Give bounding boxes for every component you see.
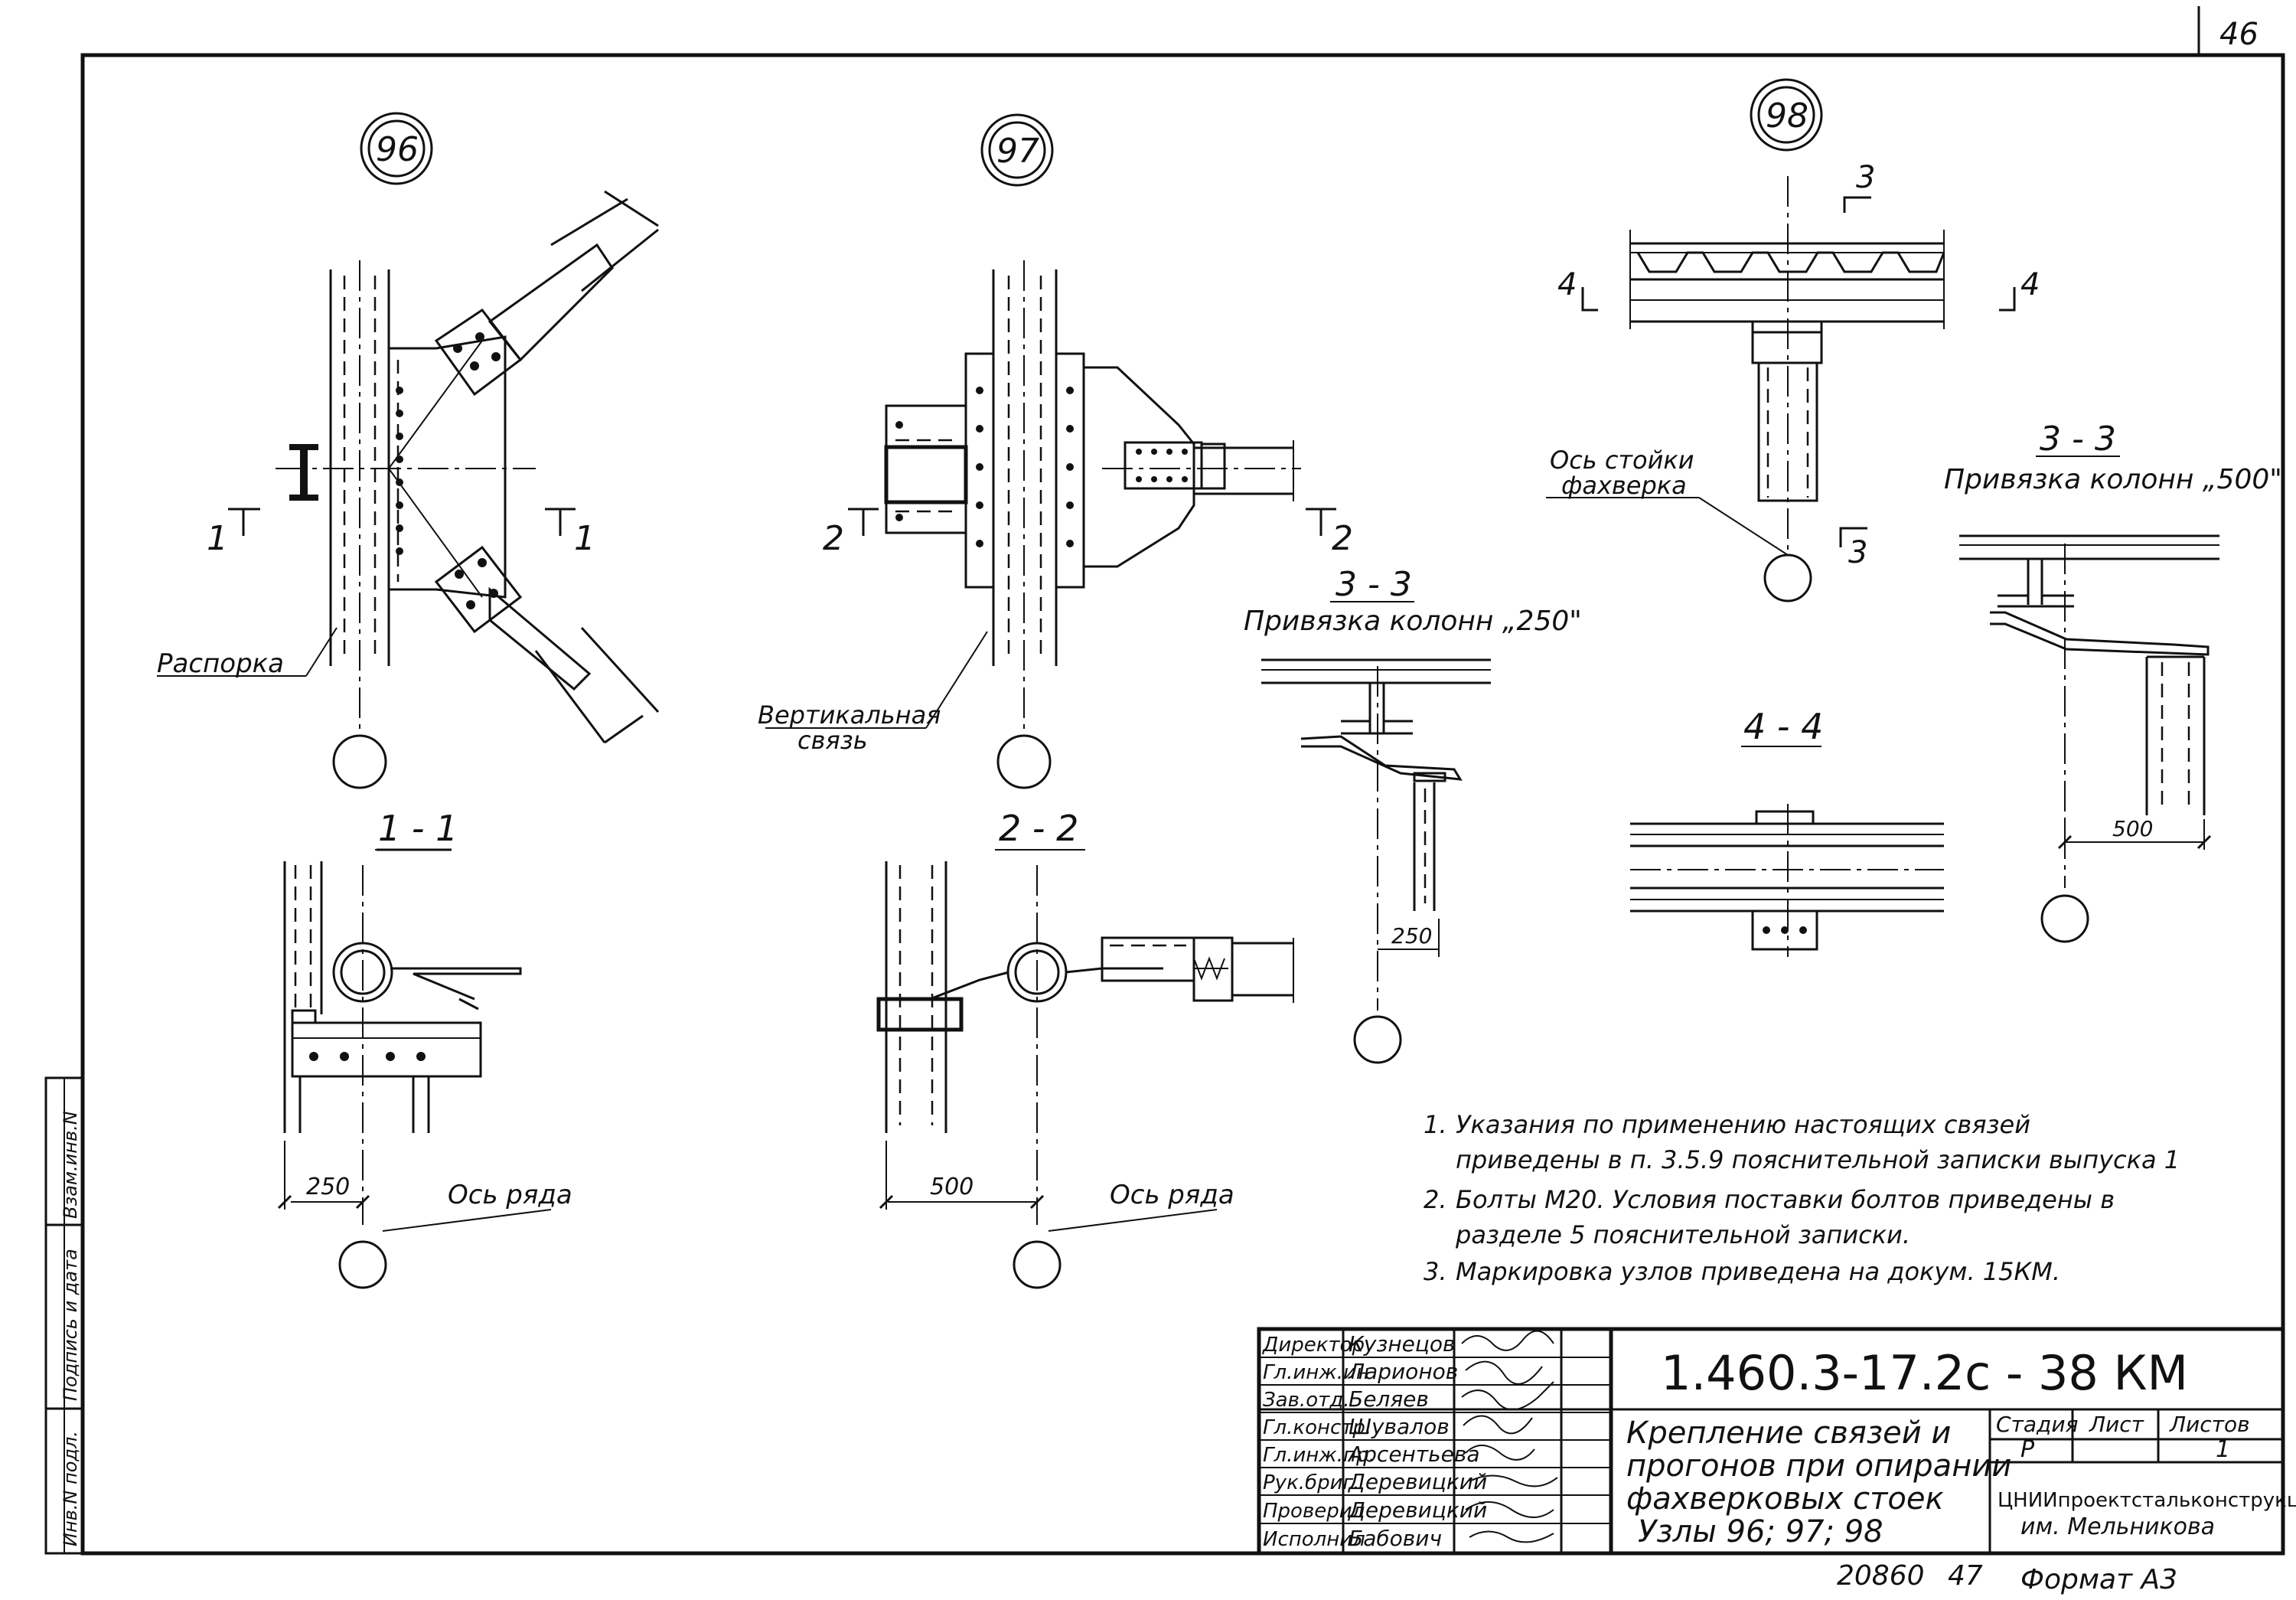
node-98-label: 98 bbox=[1766, 96, 1808, 136]
staff-name: Беляев bbox=[1349, 1386, 1429, 1412]
note-1-num: 1. bbox=[1424, 1110, 1447, 1139]
note-2-line2: разделе 5 пояснительной записки. bbox=[1455, 1220, 1910, 1249]
note-3-num: 3. bbox=[1424, 1257, 1447, 1286]
staff-role: Зав.отд. bbox=[1263, 1389, 1349, 1412]
staff-name: Деревицкий bbox=[1347, 1497, 1487, 1523]
stage-header: Стадия bbox=[1996, 1412, 2078, 1437]
node-marker-97: 97 bbox=[980, 113, 1054, 187]
node96-cut-right: 1 bbox=[574, 519, 595, 558]
doc-title-line: фахверковых стоек bbox=[1626, 1481, 1944, 1517]
title-block bbox=[1257, 1327, 2285, 1556]
doc-code: 1.460.3-17.2с - 38 КМ bbox=[1661, 1345, 2188, 1401]
sheet-number: 46 bbox=[2219, 17, 2258, 52]
section-3-3-250-title: 3 - 3 bbox=[1336, 565, 1412, 604]
node-marker-98: 98 bbox=[1750, 78, 1823, 152]
section-3-3-250-drawing bbox=[1261, 601, 1491, 1064]
section-1-1-title: 1 - 1 bbox=[378, 808, 458, 849]
staff-role: Рук.бриг. bbox=[1263, 1471, 1359, 1494]
section-3-3-250-dim: 250 bbox=[1391, 923, 1432, 949]
node96-cut-left: 1 bbox=[207, 519, 228, 558]
sheets-header: Листов bbox=[2169, 1412, 2250, 1437]
staff-name: Шувалов bbox=[1349, 1414, 1450, 1439]
stamp-sign-date: Подпись и дата bbox=[60, 1249, 81, 1401]
stamp-inv-orig: Инв.N подл. bbox=[60, 1431, 81, 1546]
staff-name: Деревицкий bbox=[1347, 1469, 1487, 1494]
section-1-1-drawing bbox=[277, 848, 552, 1289]
node98-axis-label-2: фахверка bbox=[1561, 471, 1687, 500]
section-4-4-drawing bbox=[1630, 746, 1944, 957]
doc-title-line: Узлы 96; 97; 98 bbox=[1638, 1514, 1883, 1549]
section-3-3-500-dim: 500 bbox=[2112, 816, 2153, 841]
notes-block: 1. Указания по применению настоящих связ… bbox=[1424, 1110, 2180, 1286]
node98-cut-right: 4 bbox=[2020, 267, 2040, 302]
section-2-2-drawing bbox=[876, 849, 1294, 1289]
section-1-1-dim: 250 bbox=[306, 1174, 350, 1200]
node-marker-96: 96 bbox=[360, 112, 433, 185]
note-2-line1: Болты М20. Условия поставки болтов приве… bbox=[1456, 1185, 2115, 1214]
node97-cut-left: 2 bbox=[823, 519, 844, 558]
section-3-3-500-drawing bbox=[1959, 456, 2219, 943]
staff-name: Арсентьева bbox=[1347, 1442, 1480, 1467]
note-1-line1: Указания по применению настоящих связей bbox=[1456, 1110, 2030, 1139]
node-97-label: 97 bbox=[996, 132, 1039, 171]
node-97-drawing bbox=[765, 260, 1336, 789]
node97-cut-right: 2 bbox=[1332, 519, 1353, 558]
node98-cut-top: 3 bbox=[1856, 160, 1875, 195]
node98-cut-bottom: 3 bbox=[1848, 535, 1867, 570]
sheet-frame bbox=[80, 6, 2285, 1556]
staff-role: Гл.констр. bbox=[1263, 1416, 1371, 1439]
staff-role: Проверил bbox=[1263, 1500, 1365, 1523]
section-2-2-dim: 500 bbox=[930, 1174, 974, 1200]
stage-value: Р bbox=[2020, 1436, 2035, 1463]
staff-name: Бабович bbox=[1349, 1526, 1442, 1551]
doc-title-line: Крепление связей и bbox=[1626, 1416, 1951, 1451]
section-1-1-axis-label: Ось ряда bbox=[448, 1180, 572, 1210]
staff-role: Гл.инж.пр. bbox=[1263, 1444, 1375, 1467]
staff-name: Кузнецов bbox=[1349, 1331, 1456, 1357]
node98-axis-label-1: Ось стойки bbox=[1550, 446, 1694, 475]
node96-strut-label: Распорка bbox=[157, 648, 284, 679]
archive-number: 20860 bbox=[1837, 1560, 1925, 1592]
staff-role: Директор bbox=[1262, 1334, 1365, 1357]
note-3-line1: Маркировка узлов приведена на докум. 15К… bbox=[1456, 1257, 2060, 1286]
side-stamp: Инв.N подл. Подпись и дата Взам.инв.N bbox=[44, 1076, 84, 1555]
doc-title-line: прогонов при опирании bbox=[1626, 1448, 2011, 1484]
staff-list: Директор Кузнецов Гл.инж.ин Ларионов Зав… bbox=[1262, 1331, 1487, 1551]
org-line2: им. Мельникова bbox=[2020, 1513, 2215, 1540]
node97-brace-label-2: связь bbox=[797, 726, 868, 755]
section-3-3-250-subtitle: Привязка колонн „250" bbox=[1244, 606, 1582, 637]
section-3-3-500-title: 3 - 3 bbox=[2040, 420, 2116, 459]
stamp-inv-repl: Взам.инв.N bbox=[60, 1111, 81, 1219]
section-4-4-title: 4 - 4 bbox=[1743, 706, 1823, 747]
node-98-drawing bbox=[1546, 176, 2016, 602]
archive-sheet: 47 bbox=[1948, 1560, 1983, 1592]
node-96-drawing bbox=[157, 190, 660, 789]
sheet-header: Лист bbox=[2089, 1412, 2144, 1437]
section-2-2-title: 2 - 2 bbox=[999, 808, 1078, 849]
section-3-3-500-subtitle: Привязка колонн „500" bbox=[1944, 464, 2282, 495]
signatures bbox=[1461, 1330, 1558, 1543]
org-line1: ЦНИИпроектстальконструкция bbox=[1998, 1489, 2296, 1512]
node97-brace-label-1: Вертикальная bbox=[758, 700, 941, 730]
staff-role: Гл.инж.ин bbox=[1263, 1361, 1369, 1384]
staff-role: Исполнил bbox=[1263, 1528, 1365, 1551]
sheets-value: 1 bbox=[2216, 1436, 2230, 1463]
format-label: Формат А3 bbox=[2020, 1564, 2177, 1595]
node98-cut-left: 4 bbox=[1557, 267, 1577, 302]
doc-title: Крепление связей и прогонов при опирании… bbox=[1626, 1416, 2011, 1549]
node-96-label: 96 bbox=[376, 130, 419, 169]
section-2-2-axis-label: Ось ряда bbox=[1110, 1180, 1234, 1210]
note-1-line2: приведены в п. 3.5.9 пояснительной запис… bbox=[1456, 1145, 2180, 1174]
staff-name: Ларионов bbox=[1348, 1359, 1458, 1384]
note-2-num: 2. bbox=[1424, 1185, 1447, 1214]
